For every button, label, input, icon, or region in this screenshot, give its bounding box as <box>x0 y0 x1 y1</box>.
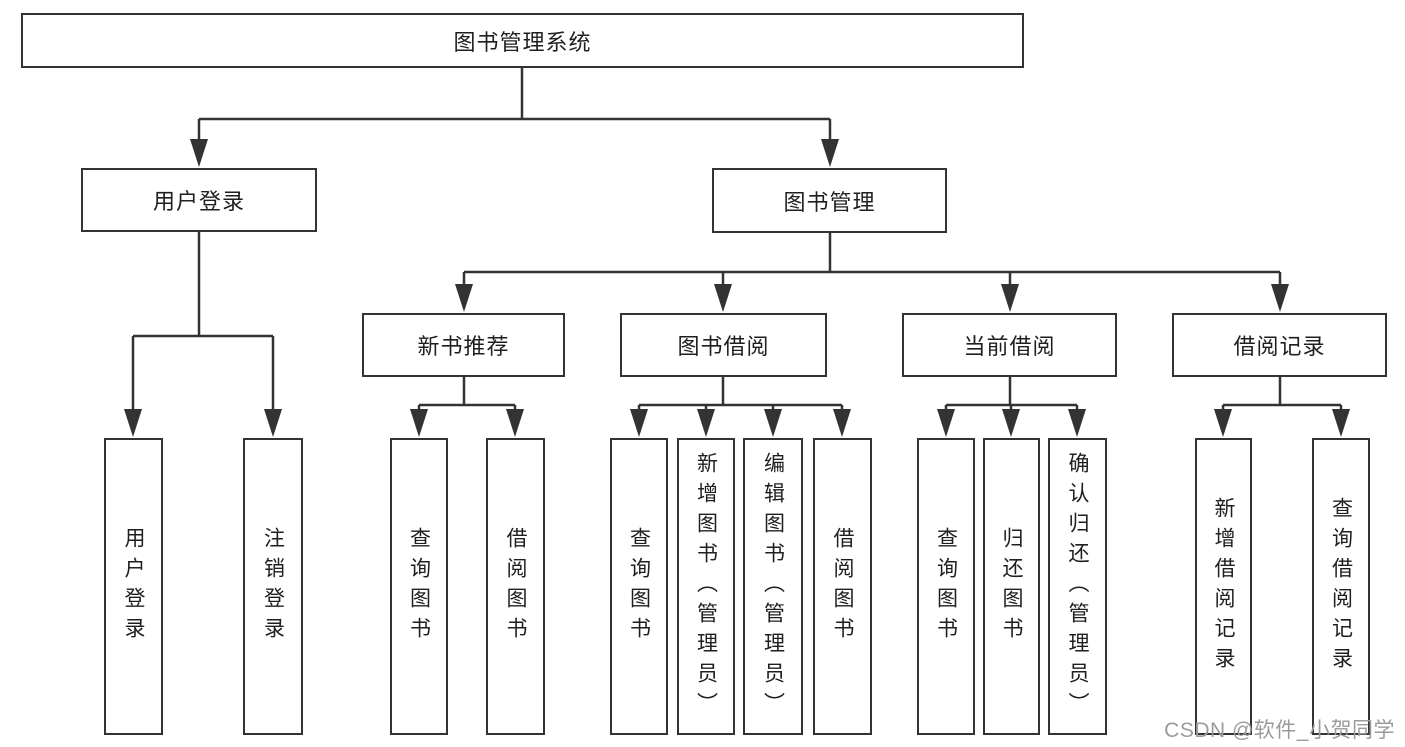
leaf-confirm-return-admin: 确认归还（管理员） <box>1048 438 1107 735</box>
node-label: 图书管理 <box>783 189 876 215</box>
csdn-watermark: CSDN @软件_小贺同学 <box>1164 719 1395 742</box>
connector-new-book-recommend-to-leaves <box>417 377 517 411</box>
node-label: 借阅图书 <box>831 526 854 647</box>
connector-borrowing-records-to-leaves <box>1221 377 1343 411</box>
node-user-login: 用户登录 <box>81 168 317 232</box>
connector-book-borrowing-to-leaves <box>637 377 844 411</box>
connector-root-to-level2 <box>197 68 832 141</box>
connector-book-management-to-level3 <box>462 233 1282 286</box>
node-new-book-recommend: 新书推荐 <box>362 313 565 377</box>
connector-user-login-to-leaves <box>131 232 275 411</box>
leaf-edit-books-admin: 编辑图书（管理员） <box>743 438 803 735</box>
arrowhead-icons <box>124 139 1350 437</box>
node-label: 查询借阅记录 <box>1329 496 1353 677</box>
node-label: 新增借阅记录 <box>1212 496 1235 677</box>
leaf-query-books-borrowing: 查询图书 <box>610 438 668 735</box>
leaf-query-books-current: 查询图书 <box>917 438 975 735</box>
node-label: 图书管理系统 <box>453 29 592 55</box>
node-label: 查询图书 <box>407 526 431 647</box>
node-label: 当前借阅 <box>963 334 1056 359</box>
node-label: 新增图书（管理员） <box>694 451 718 722</box>
node-current-borrowing: 当前借阅 <box>902 313 1117 377</box>
leaf-borrow-books-recommend: 借阅图书 <box>486 438 545 735</box>
leaf-query-books-recommend: 查询图书 <box>390 438 448 735</box>
node-label: 用户登录 <box>122 526 145 647</box>
node-borrowing-records: 借阅记录 <box>1172 313 1387 377</box>
node-label: 新书推荐 <box>417 334 510 359</box>
leaf-borrow-books-borrowing: 借阅图书 <box>813 438 872 735</box>
leaf-add-borrow-record: 新增借阅记录 <box>1195 438 1252 735</box>
node-library-management-system: 图书管理系统 <box>21 13 1024 68</box>
node-label: 确认归还（管理员） <box>1066 451 1089 722</box>
node-label: 注销登录 <box>261 526 285 647</box>
leaf-logout: 注销登录 <box>243 438 303 735</box>
node-label: 归还图书 <box>1000 526 1023 647</box>
node-label: 借阅记录 <box>1233 334 1326 359</box>
node-book-management: 图书管理 <box>712 168 947 233</box>
node-label: 查询图书 <box>627 526 651 647</box>
node-label: 编辑图书（管理员） <box>761 451 785 722</box>
node-book-borrowing: 图书借阅 <box>620 313 827 377</box>
connector-current-borrowing-to-leaves <box>944 377 1079 411</box>
node-label: 查询图书 <box>934 526 958 647</box>
leaf-add-books-admin: 新增图书（管理员） <box>677 438 735 735</box>
leaf-query-borrow-record: 查询借阅记录 <box>1312 438 1370 735</box>
leaf-return-books: 归还图书 <box>983 438 1040 735</box>
node-label: 借阅图书 <box>504 526 527 647</box>
leaf-user-login: 用户登录 <box>104 438 163 735</box>
node-label: 图书借阅 <box>677 334 770 359</box>
node-label: 用户登录 <box>152 189 245 214</box>
